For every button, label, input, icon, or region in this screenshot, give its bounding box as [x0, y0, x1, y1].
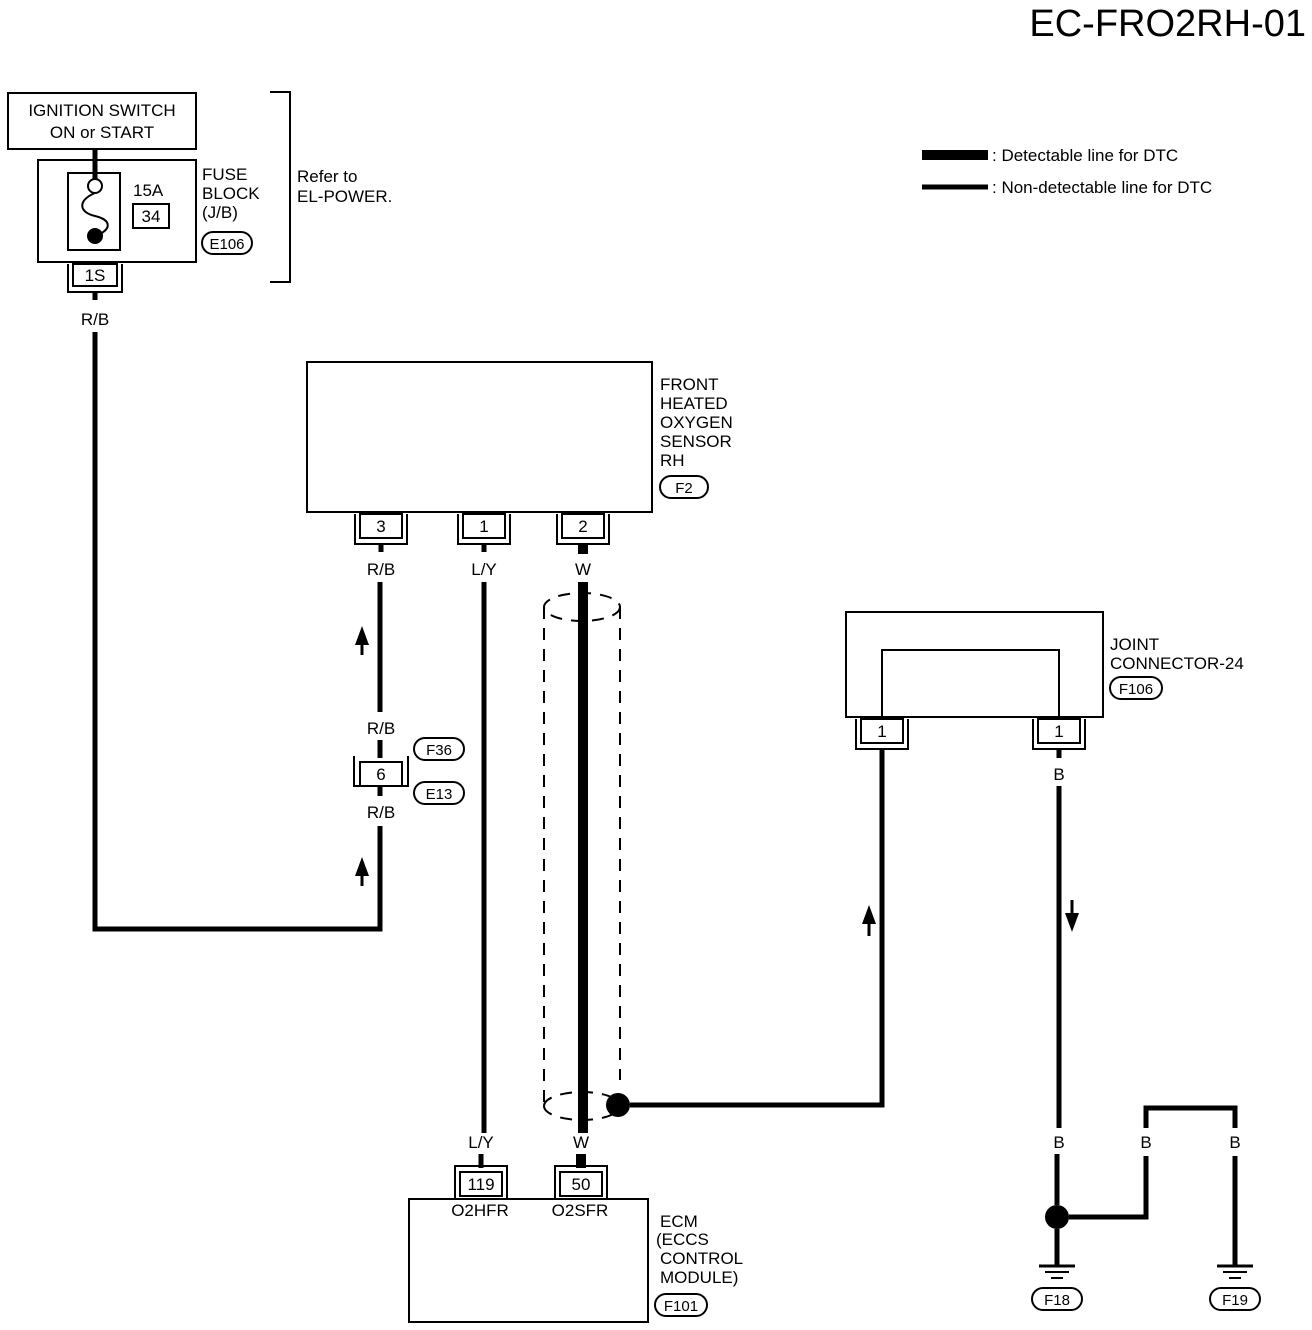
- ignition-switch-line2: ON or START: [50, 123, 154, 142]
- fuse-connector-badge: [201, 231, 253, 255]
- fuse-icon: [81, 192, 109, 237]
- ecm-terminal-o2sfr: O2SFR: [552, 1201, 609, 1220]
- ecm-label4: MODULE): [660, 1268, 738, 1287]
- arrow-up-icon: [355, 857, 369, 876]
- ecm-connector-id: F101: [664, 1298, 698, 1315]
- inline-connector: 6 F36 E13: [353, 737, 465, 805]
- joint-connector-id: F106: [1119, 681, 1153, 698]
- wire-color-b-ground1: B: [1053, 1133, 1064, 1152]
- ground-f19-id: F19: [1222, 1292, 1248, 1309]
- joint-label1: JOINT: [1110, 635, 1159, 654]
- wire-color-b-ground2: B: [1140, 1133, 1151, 1152]
- wire-color-w-sensor: W: [575, 560, 591, 579]
- fuse-connector-id: E106: [209, 236, 244, 253]
- diagram-code: EC-FRO2RH-01: [1029, 3, 1306, 45]
- fuse-terminal-top: [87, 178, 103, 194]
- fuse-bracket: [270, 91, 291, 283]
- inline-connector-badge-bottom: [413, 781, 465, 805]
- wire-color-rb-fuse: R/B: [81, 310, 109, 329]
- fuse-number: 34: [142, 207, 161, 226]
- ground-junction-dot: [1045, 1205, 1069, 1229]
- ecm-connector-badge: [654, 1293, 708, 1317]
- sensor-label1: FRONT: [660, 375, 719, 394]
- ecm-label3: CONTROL: [660, 1249, 743, 1268]
- wire-color-rb-connector-bottom: R/B: [367, 803, 395, 822]
- wire-color-w-ecm: W: [573, 1133, 589, 1152]
- joint-connector: JOINT CONNECTOR-24 F106 1 1: [845, 611, 1244, 750]
- ignition-switch: IGNITION SWITCH ON or START: [7, 92, 197, 150]
- inline-connector-id-top: F36: [426, 742, 452, 759]
- refer-line1: Refer to: [297, 167, 357, 186]
- ground-f18-id: F18: [1044, 1292, 1070, 1309]
- wire-color-ly-sensor: L/Y: [471, 560, 497, 579]
- ground-f18: F18: [1031, 1229, 1083, 1311]
- wire-color-ly-ecm: L/Y: [468, 1133, 494, 1152]
- sensor-pin-2: 2: [578, 517, 587, 536]
- arrow-up-icon: [862, 905, 876, 924]
- inline-connector-id-bottom: E13: [426, 786, 453, 803]
- ground-f19: F19: [1209, 1156, 1261, 1311]
- wire-color-b-ground3: B: [1229, 1133, 1240, 1152]
- joint-label2: CONNECTOR-24: [1110, 654, 1244, 673]
- fuse-terminal-bottom: [87, 228, 103, 244]
- fuse-block-label1: FUSE: [202, 165, 247, 184]
- ecm: 119 50 O2HFR O2SFR ECM (ECCS CONTROL MOD…: [408, 1165, 743, 1323]
- wire-color-b-joint: B: [1053, 765, 1064, 784]
- arrow-up-icon: [355, 626, 369, 645]
- ecm-pin-119: 119: [467, 1175, 494, 1194]
- inline-connector-pin: 6: [376, 765, 385, 784]
- joint-pin-left: 1: [877, 722, 886, 741]
- wire-rb-main: [92, 332, 383, 932]
- fuse-pin: 1S: [85, 266, 106, 285]
- joint-pin-right: 1: [1054, 722, 1063, 741]
- fuse-block-label3: (J/B): [202, 203, 238, 222]
- legend: : Detectable line for DTC : Non-detectab…: [922, 146, 1212, 197]
- sensor-connector-badge: [659, 475, 709, 499]
- legend-nondetectable-label: : Non-detectable line for DTC: [992, 178, 1212, 197]
- joint-connector-badge: [1109, 676, 1163, 700]
- wire-color-rb-connector-top: R/B: [367, 719, 395, 738]
- arrow-down-icon: [1065, 913, 1079, 932]
- sensor-label2: HEATED: [660, 394, 728, 413]
- shield-junction-dot: [606, 1093, 630, 1117]
- sensor-label3: OXYGEN: [660, 413, 733, 432]
- front-heated-oxygen-sensor: FRONT HEATED OXYGEN SENSOR RH F2 3 1 2: [306, 361, 733, 545]
- ground-f18-badge: [1031, 1287, 1083, 1311]
- ecm-label1: ECM: [660, 1212, 698, 1231]
- sensor-pin-3: 3: [376, 517, 385, 536]
- ecm-label2: (ECCS: [656, 1230, 709, 1249]
- fuse-block-label2: BLOCK: [202, 184, 260, 203]
- refer-line2: EL-POWER.: [297, 187, 392, 206]
- sensor-connector-id: F2: [675, 480, 693, 497]
- fuse-amperage: 15A: [133, 181, 164, 200]
- legend-detectable-label: : Detectable line for DTC: [992, 146, 1178, 165]
- ecm-terminal-o2hfr: O2HFR: [451, 1201, 509, 1220]
- inline-connector-badge-top: [413, 737, 465, 761]
- ground-f19-badge: [1209, 1287, 1261, 1311]
- wire-color-rb-sensor: R/B: [367, 560, 395, 579]
- sensor-label4: SENSOR: [660, 432, 732, 451]
- sensor-pin-1: 1: [479, 517, 488, 536]
- ignition-switch-line1: IGNITION SWITCH: [28, 101, 175, 120]
- sensor-label5: RH: [660, 451, 685, 470]
- wire-shield-drain: [630, 750, 885, 1108]
- ecm-pin-50: 50: [572, 1175, 591, 1194]
- fuse-block: 15A 34 FUSE BLOCK (J/B) E106 1S Refer to…: [37, 91, 392, 293]
